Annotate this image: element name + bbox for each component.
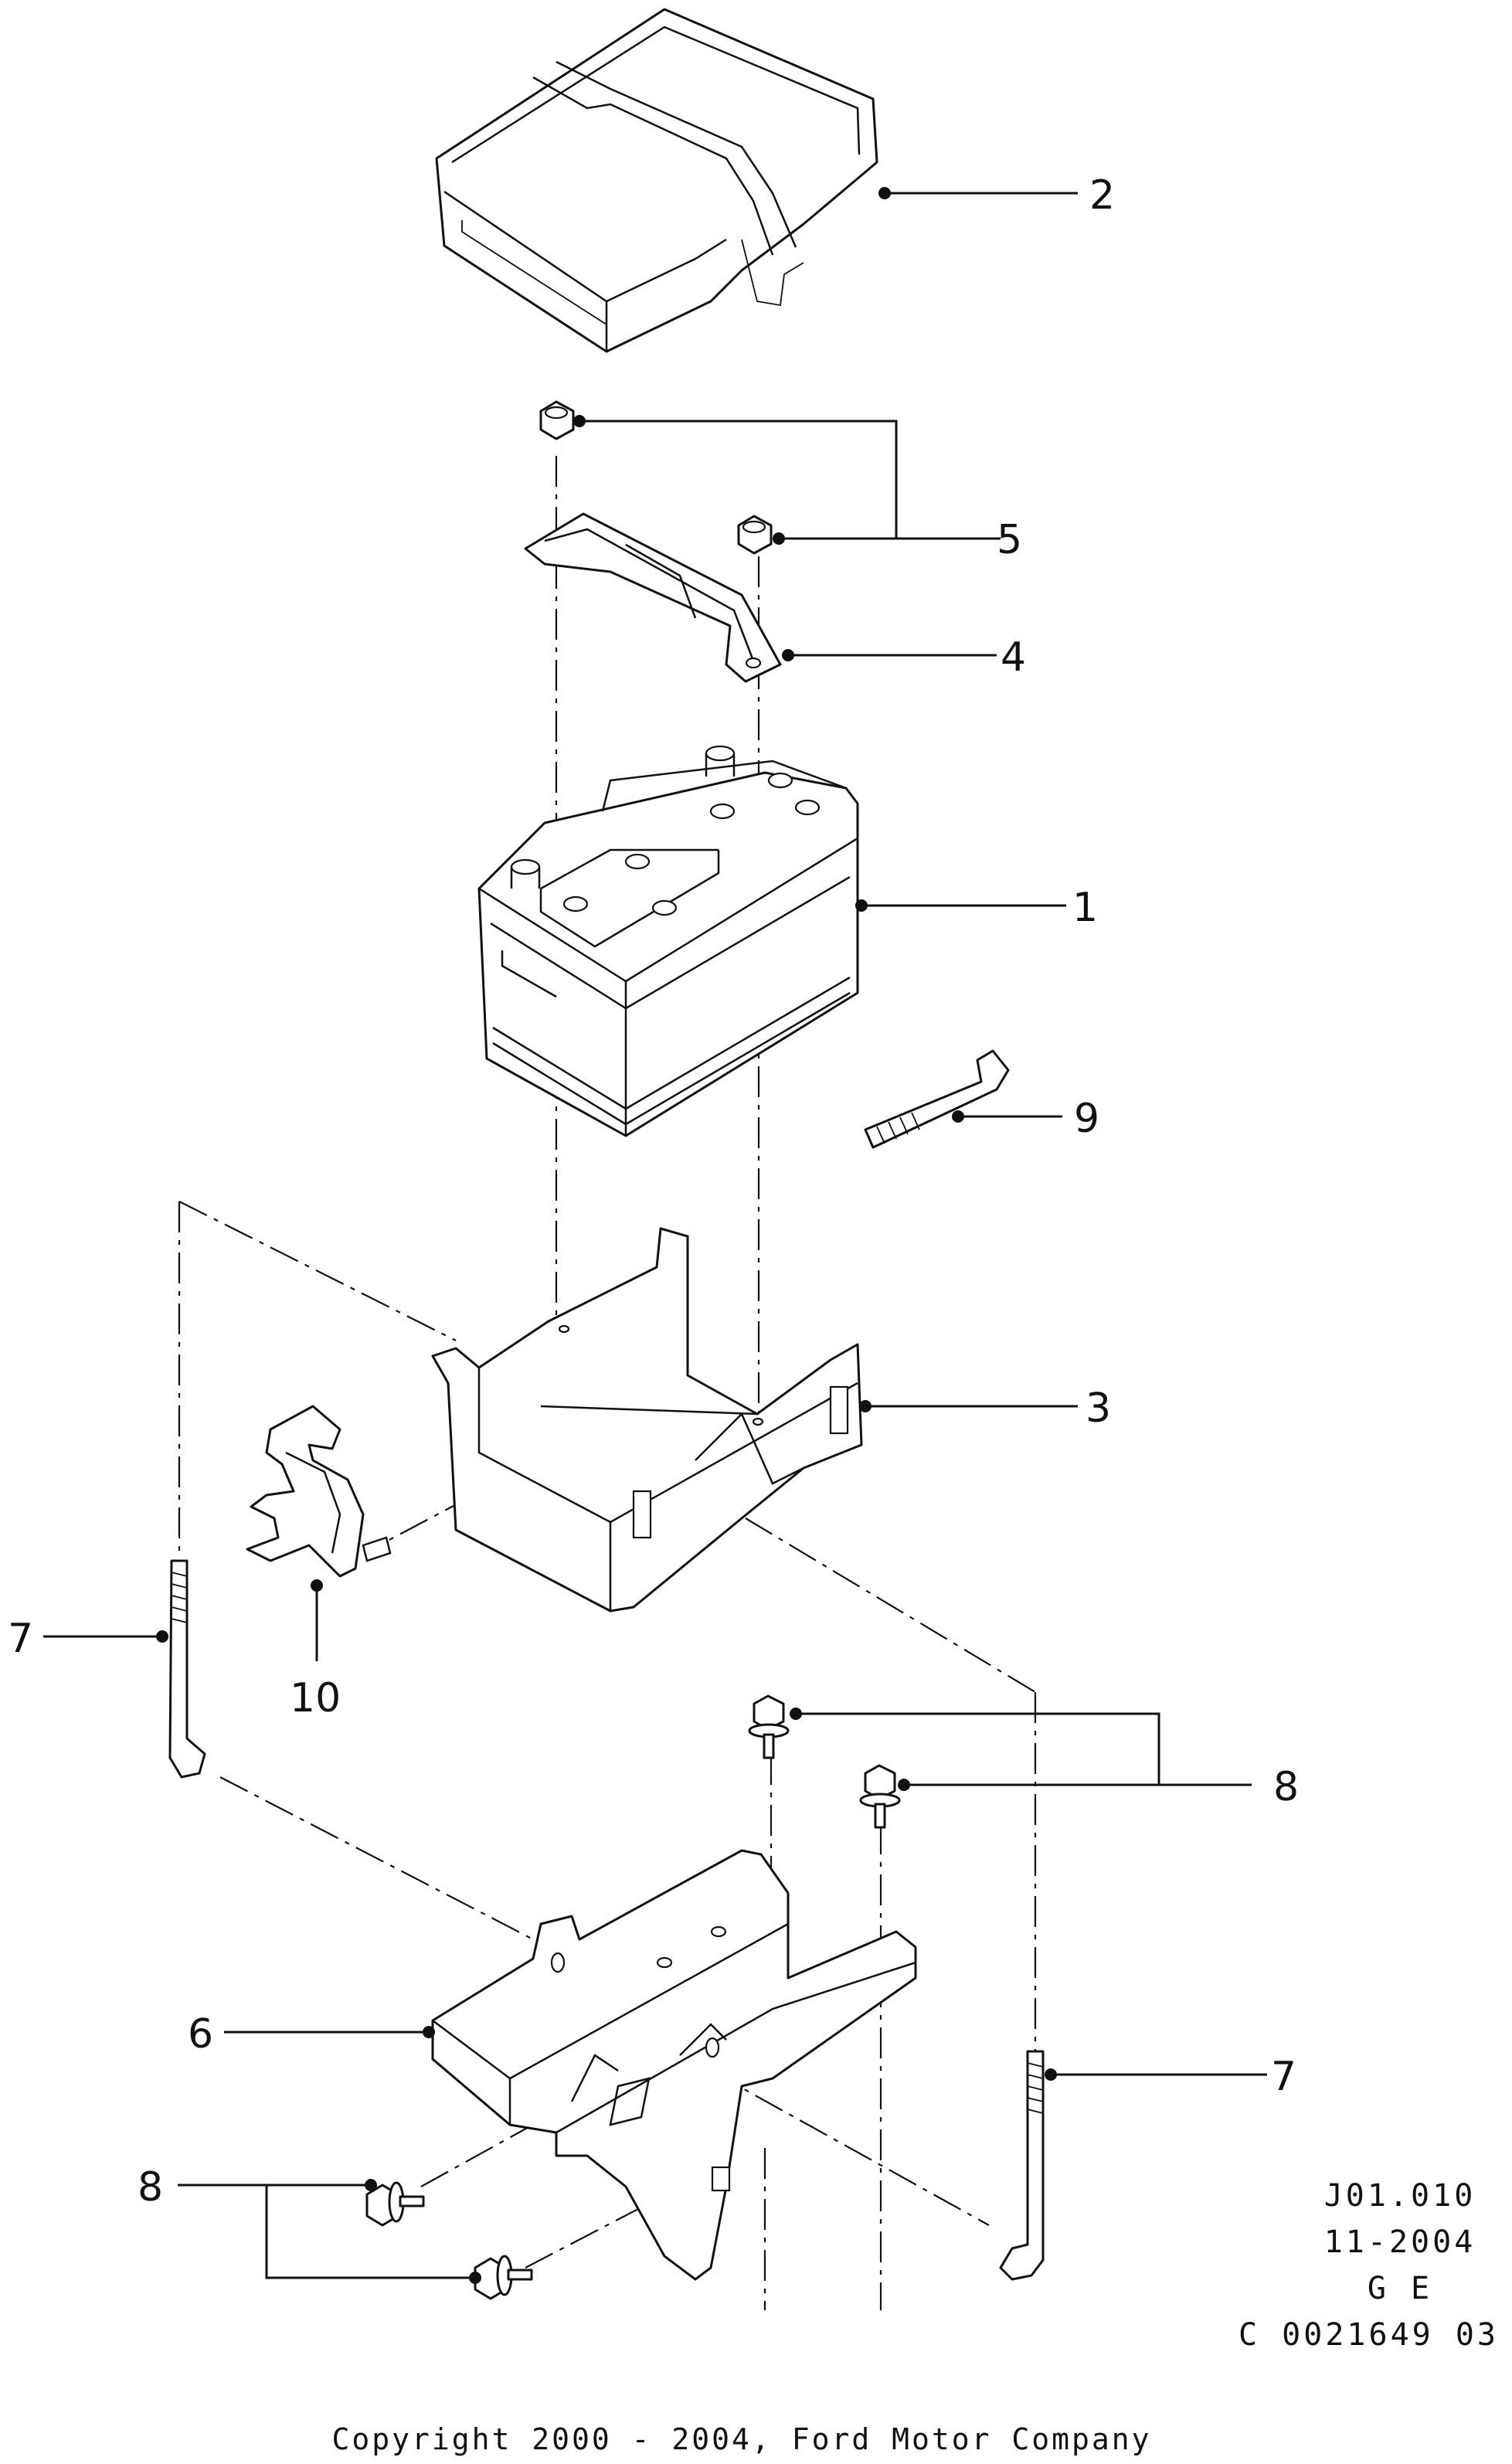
callout-7-left: 7: [8, 1616, 33, 1662]
callout-3: 3: [1086, 1385, 1111, 1432]
battery: [477, 745, 859, 1137]
callout-8-upper: 8: [1273, 1764, 1299, 1810]
callout-1: 1: [1072, 885, 1098, 931]
leader-lines: [43, 192, 1267, 2279]
battery-support-bracket: [431, 1849, 917, 2281]
drawing-language: G E: [1368, 2271, 1432, 2306]
callout-9: 9: [1074, 1096, 1099, 1142]
leader-dots: [156, 187, 1057, 2284]
drawing-info-block: J01.010 11-2004 G E C 0021649 03: [1238, 2178, 1499, 2353]
flange-bolt-lower-1: [365, 2181, 425, 2227]
nut-right: [737, 515, 773, 555]
callout-10: 10: [290, 1675, 341, 1721]
callout-4: 4: [1001, 634, 1026, 681]
flange-bolt-upper-2: [859, 1764, 901, 1829]
callout-5: 5: [997, 517, 1022, 563]
copyright-notice: Copyright 2000 - 2004, Ford Motor Compan…: [332, 2422, 1152, 2456]
drawing-reference: C 0021649 03: [1238, 2317, 1499, 2353]
callout-6: 6: [188, 2011, 213, 2058]
hold-down-clamp: [524, 512, 782, 683]
flange-bolt-upper-1: [748, 1694, 790, 1759]
nut-top: [539, 400, 575, 440]
j-bolt-short: [864, 1049, 1010, 1149]
j-bolt-right: [999, 2050, 1045, 2281]
battery-tray: [431, 1227, 863, 1613]
drawing-code: J01.010: [1324, 2178, 1476, 2214]
callout-labels: 2 5 4 1 9 3 7 10 8 6 7 8: [8, 172, 1299, 2211]
callout-8-lower: 8: [138, 2164, 163, 2211]
drawing-date: 11-2004: [1324, 2224, 1476, 2260]
flange-bolt-lower-2: [474, 2255, 533, 2300]
j-bolt-left: [168, 1559, 206, 1779]
cable-clip: [246, 1405, 392, 1578]
battery-cover: [435, 8, 878, 353]
callout-2: 2: [1089, 172, 1115, 219]
callout-7-right: 7: [1271, 2054, 1296, 2100]
